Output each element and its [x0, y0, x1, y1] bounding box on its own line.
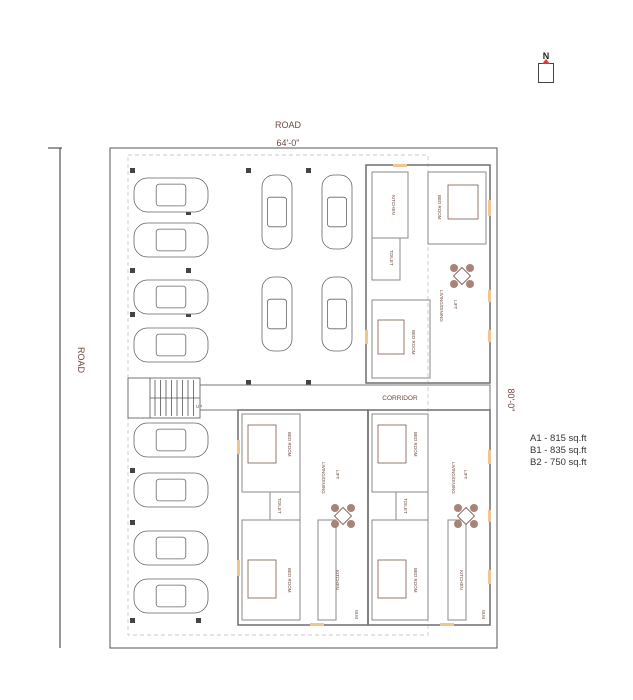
b1-wm-label: W.M — [354, 610, 359, 619]
road-left-label: ROAD — [76, 347, 86, 374]
columns — [130, 168, 311, 623]
a1-kitchen-label: KITCHEN — [391, 195, 396, 215]
b2-lift-label: LIFT — [463, 470, 468, 480]
b1-toilet-label: TOILET — [277, 498, 282, 514]
width-dimension: 64'-0" — [277, 138, 300, 148]
a1-bedroom2-label: BED ROOM — [411, 330, 416, 355]
dining-sets — [331, 264, 478, 528]
b1-lift-label: LIFT — [335, 470, 340, 480]
a1-bedroom-label: BED ROOM — [437, 195, 442, 220]
parked-car — [133, 177, 209, 213]
staircase — [127, 377, 201, 419]
unit-a1 — [365, 164, 491, 384]
corridor — [199, 384, 491, 411]
legend-item-a1: A1 - 815 sq.ft — [530, 433, 587, 444]
parked-car — [321, 276, 353, 352]
parked-car — [261, 276, 293, 352]
b2-living-label: LIVING/DINING — [451, 462, 456, 494]
corridor-label: CORRIDOR — [382, 395, 418, 402]
a1-lift-label: LIFT — [453, 300, 458, 310]
north-arrow-icon — [538, 59, 554, 83]
road-top-label: ROAD — [275, 120, 302, 130]
parked-car — [321, 174, 353, 250]
legend-item-b1: B1 - 835 sq.ft — [530, 445, 587, 456]
area-legend: A1 - 815 sq.ft B1 - 835 sq.ft B2 - 750 s… — [530, 433, 587, 469]
plot-boundary — [109, 147, 498, 649]
parked-car — [133, 222, 209, 258]
b1-kitchen-label: KITCHEN — [335, 570, 340, 590]
parked-car — [133, 578, 209, 614]
b2-toilet-label: TOILET — [403, 498, 408, 514]
legend-item-b2: B2 - 750 sq.ft — [530, 457, 587, 468]
depth-dimension: 80'-0" — [506, 389, 516, 412]
stair-up-label: UP — [196, 404, 202, 409]
b2-wm-label: W.M — [481, 610, 486, 619]
north-label: N — [542, 51, 550, 61]
b2-bedroom2-label: BED ROOM — [413, 568, 418, 593]
b2-bedroom-label: BED ROOM — [413, 432, 418, 457]
b1-living-label: LIVING/DINING — [321, 462, 326, 494]
north-indicator: N — [538, 51, 554, 85]
parked-car — [133, 422, 209, 458]
a1-living-label: LIVING/DINING — [439, 290, 444, 322]
parked-car — [133, 530, 209, 566]
b1-bedroom-label: BED ROOM — [287, 432, 292, 457]
parked-car — [133, 472, 209, 508]
parked-car — [133, 279, 209, 315]
a1-toilet-label: TOILET — [389, 250, 394, 266]
parked-car — [133, 327, 209, 363]
parked-car — [261, 174, 293, 250]
b1-bedroom2-label: BED ROOM — [287, 568, 292, 593]
b2-kitchen-label: KITCHEN — [459, 570, 464, 590]
